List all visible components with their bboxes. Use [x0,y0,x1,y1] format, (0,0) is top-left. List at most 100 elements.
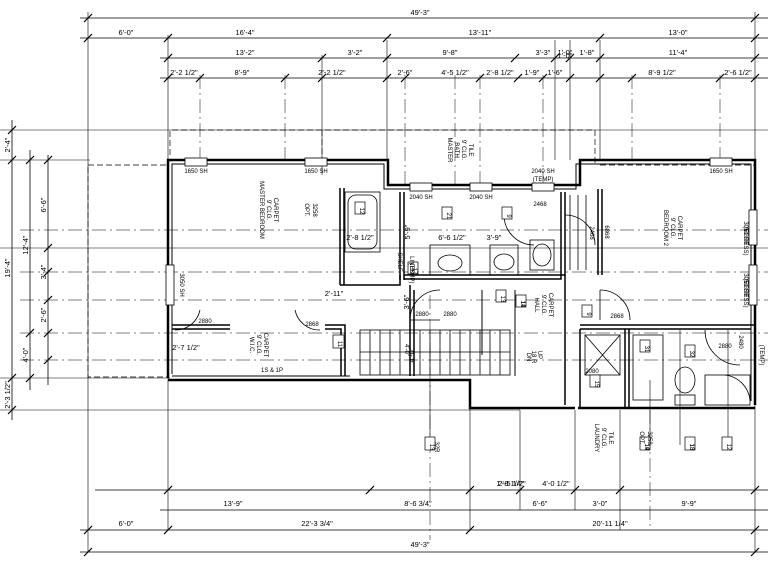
room-label: BATH [453,142,459,158]
dimension-label: 1'-8 1/4" [496,479,524,488]
room-label: TILE [467,144,473,157]
dimension-label: 5'-9" [403,224,412,239]
detail-tag: 11 [336,341,342,348]
detail-tag: 12 [358,208,364,215]
room-label: TILE [607,432,613,445]
window-callout: (EGRESS) [742,278,748,307]
detail-tag: 19 [643,444,649,451]
fixture-note: 3258 [646,431,652,445]
door-callout: 2868 [610,314,624,320]
detail-tag: 9 [585,312,591,316]
fixture-note: OPT. [303,203,309,217]
dimension-label: 6'-6" [39,197,48,212]
shelf-note: 1S & 1P [261,368,283,374]
dimension-label: 3'-9" [487,233,502,242]
dimension-label: 4'-5 1/2" [441,68,469,77]
dimension-label: 8'-9" [235,68,250,77]
dimension-ticks [7,13,760,557]
dimension-label: 49'-3" [410,8,429,17]
fixture-note: 3258 [311,203,317,217]
room-label: LAUNDRY [593,424,599,453]
room-label: W.I.C. [248,337,254,354]
dimension-label: 2'-8 1/2" [486,68,514,77]
dimension-label: 49'-3" [410,540,429,549]
detail-tag: 31 [643,346,649,353]
dimension-label: 13'-0" [668,28,687,37]
dimension-label: 12'-4" [21,235,30,254]
stair-riser-count: 32R [433,441,439,453]
door-callout: 2880 [443,312,457,318]
dimension-label: 13'-2" [235,48,254,57]
fixture-note: SHELF [396,252,402,272]
window-callout: 1650 SH [304,169,327,175]
dimension-label: 8'-6 3/4" [404,499,432,508]
dimension-label: 6'-0" [119,519,134,528]
dimension-label: 2'-5 1/2" [498,479,526,488]
dimension-label: 22'-3 3/4" [301,519,333,528]
dimension-label: 3'-3" [536,48,551,57]
annotation-text: 49'-3" 6'-0" 16'-4" 13'-11" 13'-0" 13'-2" 3'-2… [3,8,764,549]
window-callout: 3050 SH [742,273,748,296]
detail-tag: 32 [688,351,694,358]
dimension-label: 13'-11" [469,28,492,37]
detail-tag: 15 [593,381,599,388]
window-openings [165,157,758,306]
dimension-label: 1'-0" [558,51,573,60]
room-label: CARPET [262,333,268,358]
window-callout: 1650 SH [184,169,207,175]
door-callout: 2880 [718,344,732,350]
dimension-label: 2'-6" [39,307,48,322]
window-callout: 2040 SH [531,169,554,175]
window-callout: 3050 SH [178,273,184,296]
detail-tag: 21 [445,213,451,220]
dimension-lines [11,17,768,553]
door-callout: 2468 [533,202,547,208]
room-label: 9' CLG. [669,218,675,238]
room-label: 9' CLG. [600,428,606,448]
detail-tag: 18 [688,444,694,451]
room-label: CARPET [547,293,553,318]
dimension-label: 8'-9 1/2" [648,68,676,77]
detail-tag: 11 [519,301,525,308]
dimension-label: 2'-7 1/2" [172,343,200,352]
window-callout: (EGRESS) [742,226,748,255]
detail-tag: 14 [519,301,525,308]
room-label: 9' CLG. [265,200,271,220]
dimension-label: 6'-0" [119,28,134,37]
dimension-label: 6'-6 1/2" [438,233,466,242]
dimension-label: 3'-0" [593,499,608,508]
detail-tag: 13 [688,444,694,451]
dimension-label: 6'-6" [533,499,548,508]
door-callout: 2468 [588,226,594,240]
window-callout: 3050 SH [742,221,748,244]
door-callout: 2868 [305,322,319,328]
stair-run [359,329,511,376]
window-callout: (TEMP) [533,177,554,183]
dimension-label: 9'-8" [443,48,458,57]
dimension-label: 3'-2" [348,48,363,57]
fixture-note: 18 R [530,351,536,364]
detail-tag: 13 [499,296,505,303]
detail-tag: 14 [643,444,649,451]
dimension-label: 2'-2 1/2" [318,68,346,77]
room-label: 9' CLG. [460,140,466,160]
detail-tag: 13 [428,444,434,451]
fixture-note: 4'-0" [403,344,409,356]
room-label: CARPET [676,216,682,241]
detail-tag: 9 [505,214,511,218]
extension-lines [0,12,768,552]
window-callout: 2040 SH [469,195,492,201]
plumbing-fixtures [344,191,751,406]
dimension-label: 1'-6" [548,68,563,77]
dimension-label: 2'-11" [325,289,344,298]
door-callout: 2880 [415,312,429,318]
tag-boxes [332,201,733,451]
dimension-label: 13'-9" [223,499,242,508]
dimension-label: 16'-4" [235,28,254,37]
dimension-label: 4'-0" [21,347,30,362]
dimension-label: 1'-9" [525,68,540,77]
fixture-note: OPT. [638,431,644,445]
walls [166,158,757,410]
detail-tag: 17 [411,268,417,275]
